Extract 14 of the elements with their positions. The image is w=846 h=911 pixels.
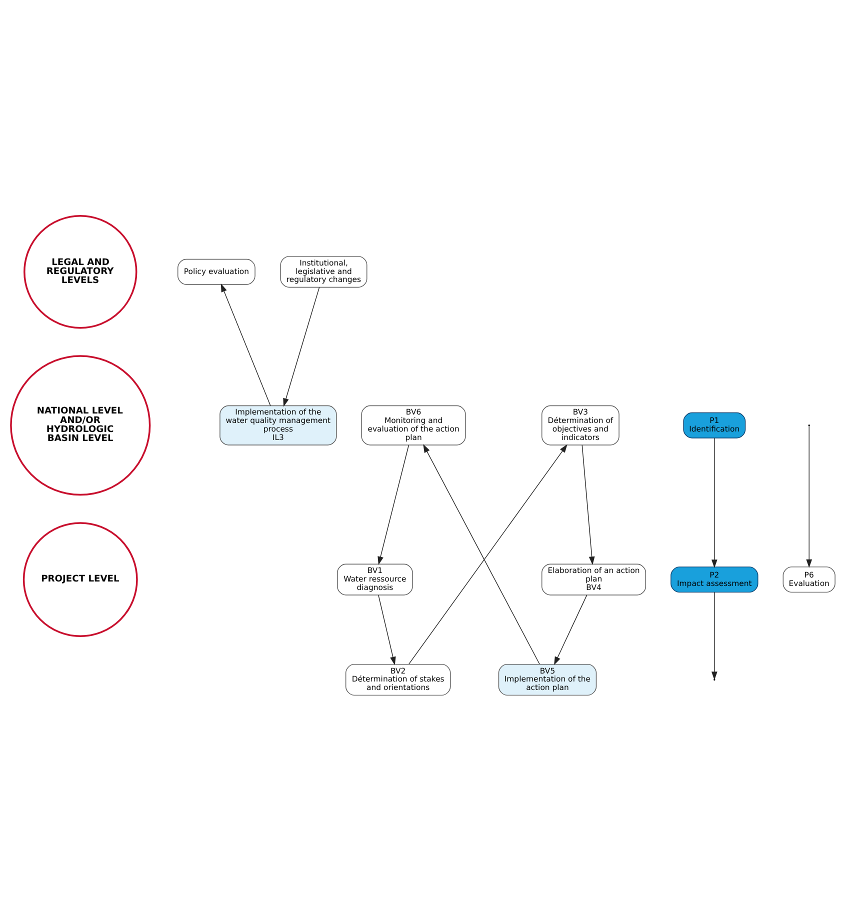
arrow (283, 287, 320, 407)
arrow (423, 444, 540, 664)
arrow (582, 444, 595, 565)
node-circle: PROJECT LEVEL (22, 522, 138, 638)
arrow (806, 426, 812, 568)
node-circle: NATIONAL LEVEL AND/OR HYDROLOGIC BASIN LEVEL (10, 355, 151, 496)
arrow (378, 444, 410, 565)
node-circle: LEGAL AND REGULATORY LEVELS (24, 215, 138, 329)
arrow (711, 438, 718, 568)
arrow (408, 444, 568, 664)
arrow (378, 594, 396, 666)
arrow (711, 592, 718, 680)
arrow (220, 284, 271, 406)
arrow (554, 594, 588, 666)
